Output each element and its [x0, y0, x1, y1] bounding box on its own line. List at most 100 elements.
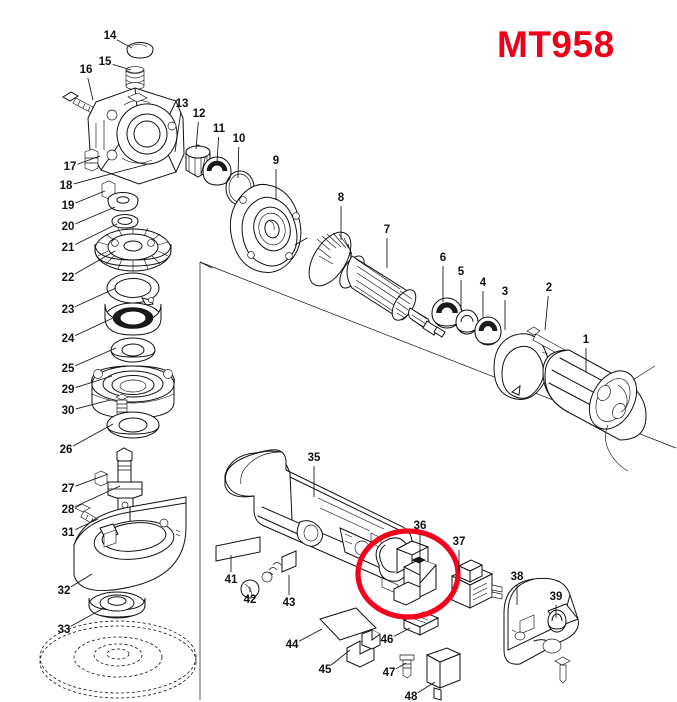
- callout-leader-15: [112, 63, 132, 71]
- part-48-block: [425, 647, 462, 701]
- callout-leader-45: [330, 649, 351, 666]
- part-36-brush-holder: [375, 537, 437, 606]
- part-32-wheel-guard: [73, 496, 187, 592]
- callout-37: 37: [453, 536, 465, 572]
- callout-47: 47: [383, 662, 407, 679]
- callout-number-15: 15: [99, 56, 112, 68]
- callout-6: 6: [440, 252, 446, 302]
- callout-number-11: 11: [213, 123, 226, 135]
- callout-number-47: 47: [383, 667, 396, 679]
- callout-3: 3: [502, 286, 508, 330]
- callout-number-46: 46: [381, 634, 394, 646]
- callout-leader-48: [417, 681, 436, 694]
- callout-leader-21: [74, 223, 118, 245]
- callout-number-21: 21: [62, 242, 75, 254]
- callout-number-26: 26: [60, 444, 73, 456]
- callout-24: 24: [62, 317, 114, 345]
- callout-number-8: 8: [338, 192, 345, 204]
- callout-leader-22: [74, 250, 116, 275]
- callout-leader-32: [70, 573, 93, 588]
- callout-leader-11: [216, 136, 219, 164]
- callout-leader-17: [77, 155, 101, 165]
- callout-27: 27: [62, 473, 109, 495]
- callout-number-6: 6: [440, 252, 446, 264]
- callout-number-48: 48: [405, 691, 418, 702]
- part-26-housing-cover: [91, 365, 175, 419]
- callout-number-18: 18: [60, 180, 73, 192]
- callout-number-13: 13: [176, 98, 189, 110]
- callout-leader-18: [73, 163, 149, 185]
- callout-number-14: 14: [104, 30, 117, 42]
- callout-leader-47: [395, 662, 407, 670]
- callout-number-3: 3: [502, 286, 508, 298]
- callout-11: 11: [213, 123, 226, 164]
- part-13-gear-housing: [87, 87, 185, 185]
- callout-38: 38: [511, 571, 524, 605]
- callout-leader-44: [298, 628, 323, 642]
- callout-13: 13: [174, 98, 189, 153]
- part-6-bearing: [431, 297, 463, 329]
- callout-22: 22: [62, 250, 116, 284]
- callout-number-17: 17: [64, 161, 77, 173]
- part-3-insulation-washer: [493, 333, 549, 400]
- callout-leader-27: [75, 473, 109, 487]
- callout-46: 46: [381, 627, 411, 646]
- callout-number-39: 39: [550, 591, 563, 603]
- callout-leader-31: [75, 518, 99, 531]
- callout-48: 48: [405, 681, 436, 702]
- callout-number-33: 33: [58, 624, 71, 636]
- callout-16: 16: [80, 64, 94, 101]
- part-22-bevel-gear: [94, 226, 172, 272]
- callout-33: 33: [58, 607, 105, 636]
- callout-number-36: 36: [414, 520, 427, 532]
- part-7-8-armature-fan: [294, 231, 446, 338]
- grinding-wheel-optional: [39, 620, 197, 699]
- callout-leader-20: [75, 206, 116, 225]
- callout-number-31: 31: [62, 527, 75, 539]
- part-45-terminal: [346, 629, 381, 668]
- callout-32: 32: [58, 573, 93, 597]
- callout-number-38: 38: [511, 571, 524, 583]
- callout-31: 31: [62, 518, 99, 539]
- part-41-name-plate: [215, 536, 261, 562]
- part-17-pin: [84, 148, 99, 172]
- callout-9: 9: [273, 155, 279, 200]
- callout-7: 7: [384, 224, 390, 268]
- callout-leader-2: [544, 295, 549, 331]
- callout-number-4: 4: [480, 277, 487, 289]
- part-14-cap: [126, 42, 154, 59]
- part-9-baffle-plate: [229, 184, 302, 273]
- part-43-spring: [261, 550, 297, 583]
- part-37-switch: [450, 559, 503, 609]
- callout-leader-28: [75, 485, 121, 508]
- callout-35: 35: [308, 452, 321, 497]
- callout-number-41: 41: [225, 574, 238, 586]
- part-5-ring: [455, 309, 479, 335]
- callout-number-10: 10: [233, 133, 246, 145]
- part-20-bearing: [107, 192, 139, 212]
- part-1-field-coil: [542, 349, 656, 472]
- callout-45: 45: [319, 649, 351, 676]
- callout-number-22: 22: [62, 272, 75, 284]
- callout-leader-14: [116, 39, 133, 49]
- callout-26: 26: [60, 423, 114, 456]
- callout-leader-23: [75, 287, 117, 308]
- page-title: MT958: [497, 24, 615, 65]
- callout-17: 17: [64, 155, 101, 173]
- callout-12: 12: [193, 108, 206, 150]
- callout-42: 42: [244, 587, 256, 606]
- callout-number-30: 30: [62, 405, 75, 417]
- callout-number-12: 12: [193, 108, 206, 120]
- part-25-washer: [110, 337, 156, 363]
- callout-8: 8: [338, 192, 345, 240]
- callout-number-1: 1: [583, 334, 590, 346]
- callout-leader-46: [393, 627, 411, 637]
- part-21-ring: [111, 214, 139, 229]
- callout-10: 10: [233, 133, 246, 179]
- part-23-retaining-ring: [106, 272, 160, 306]
- callout-5: 5: [458, 266, 465, 310]
